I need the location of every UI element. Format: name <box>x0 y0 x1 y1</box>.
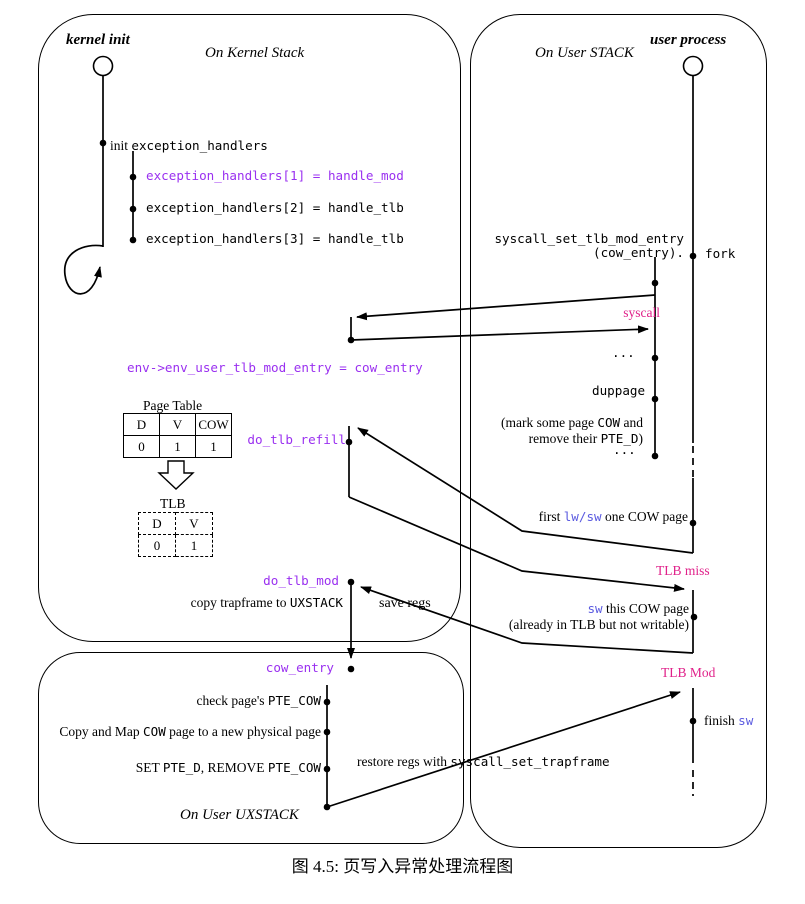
self-loop-arrow <box>64 244 104 295</box>
kernel-stack-frame <box>38 14 461 642</box>
cow-entry-label: cow_entry <box>265 660 334 675</box>
kernel-lifeline <box>64 55 134 295</box>
first-lwsw-label: first lw/sw one COW page <box>538 509 688 524</box>
do-tlb-refill-label: do_tlb_refill <box>247 432 346 447</box>
tlb-mod-label: TLB Mod <box>661 665 716 680</box>
copy-trapframe-label: copy trapframe to UXSTACK <box>190 595 343 610</box>
env-assign-label: env->env_user_tlb_mod_entry = cow_entry <box>127 360 423 375</box>
fork-label: fork <box>705 246 736 261</box>
kernel-stack-label: On Kernel Stack <box>205 45 305 61</box>
uxstack-dots <box>323 578 355 811</box>
syscall-set-entry-label: syscall_set_tlb_mod_entry (cow_entry). <box>494 231 684 261</box>
env-assign-dot <box>347 336 355 344</box>
tlb-miss-label: TLB miss <box>656 563 710 578</box>
check-page-label: check page's PTE_COW <box>196 693 321 708</box>
do-tlb-refill-dot <box>345 438 353 446</box>
ellipsis-2: ... <box>613 442 636 457</box>
tlb-mod-arrows <box>326 582 694 808</box>
page-table-header: D <box>123 413 160 436</box>
page-table-title: Page Table <box>143 398 203 413</box>
tlb-table-header: V <box>175 512 213 535</box>
syscall-return-arrow <box>350 325 649 341</box>
ellipsis-1: ... <box>612 345 635 360</box>
handler-tlb2-label: exception_handlers[2] = handle_tlb <box>146 200 404 215</box>
tlb-miss-arrow <box>357 427 694 554</box>
kernel-actor-label: kernel init <box>66 32 130 48</box>
already-in-tlb-label: (already in TLB but not writable) <box>508 617 689 632</box>
do-tlb-mod-label: do_tlb_mod <box>263 573 339 588</box>
handler-tlb3-label: exception_handlers[3] = handle_tlb <box>146 231 404 246</box>
tlb-table-title: TLB <box>160 496 186 511</box>
user-stack-frame <box>470 14 767 848</box>
page-table-cell: 0 <box>123 435 160 458</box>
block-down-arrow-icon <box>157 460 195 490</box>
restore-regs-label: restore regs with syscall_set_trapframe <box>357 754 610 769</box>
tlb-table: D V 0 1 <box>138 512 213 557</box>
syscall-call-arrow <box>356 294 656 321</box>
user-dots <box>651 252 698 725</box>
user-actor-circle <box>682 55 704 77</box>
finish-sw-label: finish sw <box>704 713 754 728</box>
user-stack-label: On User STACK <box>535 45 634 61</box>
handler-mod-label: exception_handlers[1] = handle_mod <box>146 168 404 183</box>
init-event-label: init exception_handlers <box>110 138 268 153</box>
tlb-table-header: D <box>138 512 176 535</box>
page-table-header: COW <box>195 413 232 436</box>
tlb-refill-return-arrow <box>348 496 685 592</box>
mark-cow-label: (mark some page COW and remove their PTE… <box>501 415 643 447</box>
tlb-table-cell: 1 <box>175 534 213 557</box>
figure-caption: 图 4.5: 页写入异常处理流程图 <box>291 857 514 876</box>
set-pte-label: SET PTE_D, REMOVE PTE_COW <box>135 760 321 775</box>
page-table-cell: 1 <box>195 435 232 458</box>
page-table-header: V <box>159 413 196 436</box>
restore-regs-arrow <box>326 691 681 808</box>
user-actor-label: user process <box>650 32 727 48</box>
user-lifeline <box>654 55 704 796</box>
tlb-table-cell: 0 <box>138 534 176 557</box>
uxstack-frame <box>38 652 464 844</box>
syscall-arrows <box>350 294 656 341</box>
syscall-event-label: syscall <box>623 305 660 320</box>
tlb-refill-arrows <box>348 426 694 592</box>
kernel-actor-circle <box>92 55 114 77</box>
page-table: D V COW 0 1 1 <box>123 413 232 458</box>
copy-map-label: Copy and Map COW page to a new physical … <box>59 724 321 739</box>
uxstack-stack-label: On User UXSTACK <box>180 807 299 823</box>
sw-cow-label: sw this COW page <box>587 601 689 616</box>
save-regs-label: save regs <box>379 596 431 611</box>
page-table-cell: 1 <box>159 435 196 458</box>
duppage-label: duppage <box>592 383 646 398</box>
save-regs-arrow <box>360 586 694 654</box>
kernel-dots <box>99 139 137 244</box>
